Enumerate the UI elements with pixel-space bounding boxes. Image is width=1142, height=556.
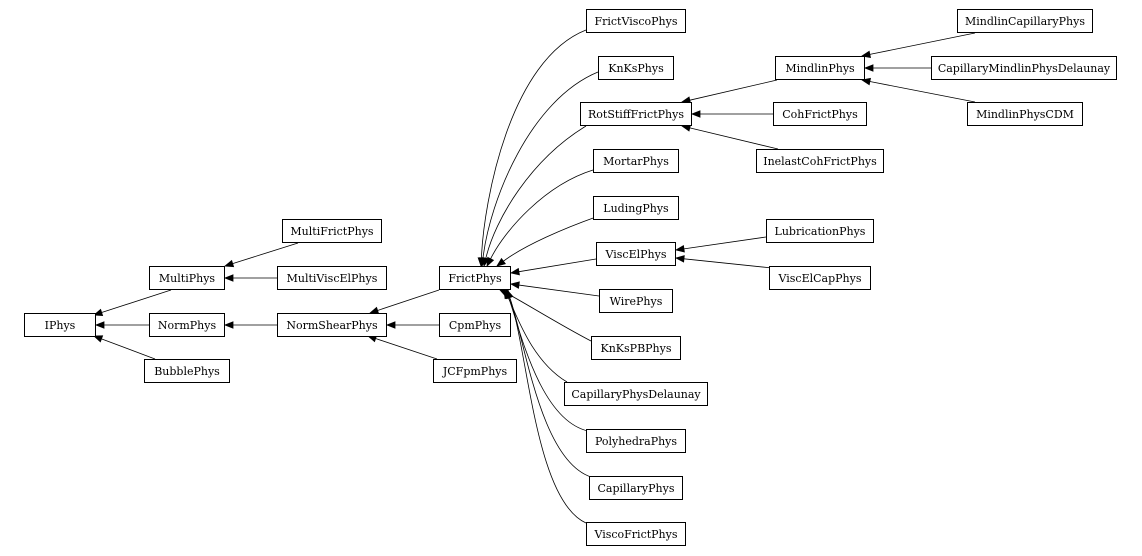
class-node-i-phys[interactable]: IPhys [24,313,96,337]
edge-capillary-mindlin-phys-delaunay-to-mindlin-phys-arrowhead [863,64,874,72]
edge-cpm-phys-to-norm-shear-phys-arrowhead [385,321,396,329]
edge-frict-visco-phys-to-frict-phys [480,29,587,259]
class-node-luding-phys[interactable]: LudingPhys [593,196,679,220]
edge-capillary-phys-delaunay-to-frict-phys [507,296,568,383]
edge-norm-shear-phys-to-norm-phys-arrowhead [223,321,234,329]
edge-wire-phys-to-frict-phys-arrowhead [509,281,520,289]
edge-capillary-phys-to-frict-phys [509,297,592,478]
edge-mortar-phys-to-frict-phys [490,169,594,260]
class-node-mindlin-phys[interactable]: MindlinPhys [775,56,865,80]
class-node-multi-visc-el-phys[interactable]: MultiViscElPhys [277,266,387,290]
class-node-capillary-mindlin-phys-delaunay[interactable]: CapillaryMindlinPhysDelaunay [931,56,1117,80]
class-node-bubble-phys[interactable]: BubblePhys [144,359,230,383]
edge-visco-frict-phys-to-frict-phys-arrowhead [506,288,514,300]
edge-visc-el-cap-phys-to-visc-el-phys-arrowhead [674,255,685,263]
edge-mindlin-phys-to-rot-stiff-frict-phys [689,79,778,101]
edge-frict-phys-to-norm-shear-phys [377,289,440,311]
edge-norm-phys-to-i-phys-arrowhead [94,321,105,329]
edge-wire-phys-to-frict-phys [518,284,600,297]
class-node-multi-phys[interactable]: MultiPhys [149,266,225,290]
class-node-norm-shear-phys[interactable]: NormShearPhys [277,313,387,337]
class-node-coh-frict-phys[interactable]: CohFrictPhys [773,102,867,126]
edge-lubrication-phys-to-visc-el-phys [683,236,767,250]
class-node-polyhedra-phys[interactable]: PolyhedraPhys [586,429,686,453]
class-node-frict-phys[interactable]: FrictPhys [439,266,511,290]
edge-kn-ks-phys-to-frict-phys [482,71,599,259]
edge-rot-stiff-frict-phys-to-frict-phys [485,125,587,259]
edge-visc-el-phys-to-frict-phys-arrowhead [509,267,520,276]
edge-luding-phys-to-frict-phys-arrowhead [496,257,506,267]
edge-luding-phys-to-frict-phys [503,216,597,262]
class-node-visc-el-cap-phys[interactable]: ViscElCapPhys [769,266,871,290]
class-node-visc-el-phys[interactable]: ViscElPhys [596,242,676,266]
class-node-mindlin-capillary-phys[interactable]: MindlinCapillaryPhys [957,9,1093,33]
edge-visc-el-phys-to-frict-phys [518,258,597,273]
class-node-mindlin-phys-cdm[interactable]: MindlinPhysCDM [967,102,1083,126]
class-node-visco-frict-phys[interactable]: ViscoFrictPhys [586,522,686,546]
class-node-jc-fpm-phys[interactable]: JCFpmPhys [433,359,517,383]
class-node-rot-stiff-frict-phys[interactable]: RotStiffFrictPhys [580,102,692,126]
class-node-norm-phys[interactable]: NormPhys [149,313,225,337]
class-node-frict-visco-phys[interactable]: FrictViscoPhys [586,9,686,33]
class-node-lubrication-phys[interactable]: LubricationPhys [766,219,874,243]
edge-mortar-phys-to-frict-phys-arrowhead [486,256,495,267]
class-node-kn-ks-phys[interactable]: KnKsPhys [598,56,674,80]
class-node-cpm-phys[interactable]: CpmPhys [439,313,511,337]
class-node-wire-phys[interactable]: WirePhys [599,289,673,313]
edge-lubrication-phys-to-visc-el-phys-arrowhead [674,245,685,253]
edge-inelast-coh-frict-phys-to-rot-stiff-frict-phys [689,127,779,150]
class-node-mortar-phys[interactable]: MortarPhys [593,149,679,173]
class-node-multi-frict-phys[interactable]: MultiFrictPhys [282,219,382,243]
edge-multi-frict-phys-to-multi-phys [232,242,299,264]
edge-polyhedra-phys-to-frict-phys [508,297,589,432]
class-node-inelast-coh-frict-phys[interactable]: InelastCohFrictPhys [756,149,884,173]
edge-multi-visc-el-phys-to-multi-phys-arrowhead [223,274,234,282]
class-node-capillary-phys-delaunay[interactable]: CapillaryPhysDelaunay [564,382,708,406]
edge-multi-frict-phys-to-multi-phys-arrowhead [223,259,235,268]
edge-coh-frict-phys-to-rot-stiff-frict-phys-arrowhead [690,110,701,118]
class-node-kn-ks-pb-phys[interactable]: KnKsPBPhys [591,336,681,360]
edge-mindlin-capillary-phys-to-mindlin-phys-arrowhead [860,50,871,59]
edge-bubble-phys-to-i-phys [101,338,156,360]
edge-jc-fpm-phys-to-norm-shear-phys [375,338,438,360]
edge-visco-frict-phys-to-frict-phys [509,297,587,524]
edge-multi-phys-to-i-phys [101,289,172,313]
edge-mindlin-capillary-phys-to-mindlin-phys [869,32,976,55]
edge-bubble-phys-to-i-phys-arrowhead [92,335,104,343]
class-node-capillary-phys[interactable]: CapillaryPhys [589,476,683,500]
edge-visc-el-cap-phys-to-visc-el-phys [683,258,773,269]
edge-multi-phys-to-i-phys-arrowhead [92,308,104,317]
edge-mindlin-phys-cdm-to-mindlin-phys [869,81,976,103]
